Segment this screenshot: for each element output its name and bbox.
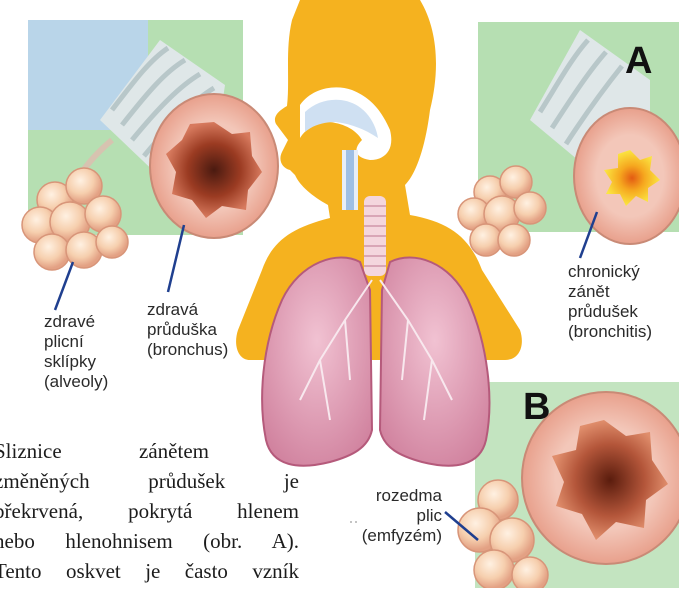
label-line: sklípky <box>44 352 108 372</box>
label-line: zdravé <box>44 312 108 332</box>
label-line: (emfyzém) <box>350 526 442 546</box>
panel-letter-b: B <box>523 386 550 429</box>
label-line: plic <box>350 506 442 526</box>
body-line: změněných průdušek je <box>0 466 299 496</box>
label-line: plicní <box>44 332 108 352</box>
label-chronic-bronchitis: chronický zánět průdušek (bronchitis) <box>568 262 652 342</box>
leader-bronchus <box>168 225 184 292</box>
label-line: chronický <box>568 262 652 282</box>
body-line: Sliznice zánětem <box>0 436 209 466</box>
label-healthy-bronchus: zdravá průduška (bronchus) <box>147 300 228 360</box>
label-line: (bronchitis) <box>568 322 652 342</box>
label-line: zdravá <box>147 300 228 320</box>
panel-letter-a: A <box>625 40 652 83</box>
body-line: překrvená, pokrytá hlenem <box>0 496 299 526</box>
body-line: Tento oskvet je často vzník <box>0 556 299 586</box>
label-line: rozedma <box>350 486 442 506</box>
body-paragraph: Sliznice zánětem změněných průdušek je p… <box>0 436 299 586</box>
label-line: průduška <box>147 320 228 340</box>
label-line: průdušek <box>568 302 652 322</box>
label-line: zánět <box>568 282 652 302</box>
trachea <box>364 196 386 276</box>
label-line: (bronchus) <box>147 340 228 360</box>
label-emphysema: rozedma plic (emfyzém) <box>350 486 442 546</box>
label-line: (alveoly) <box>44 372 108 392</box>
body-line: nebo hlenohnisem (obr. A). <box>0 526 299 556</box>
label-healthy-alveoli: zdravé plicní sklípky (alveoly) <box>44 312 108 392</box>
